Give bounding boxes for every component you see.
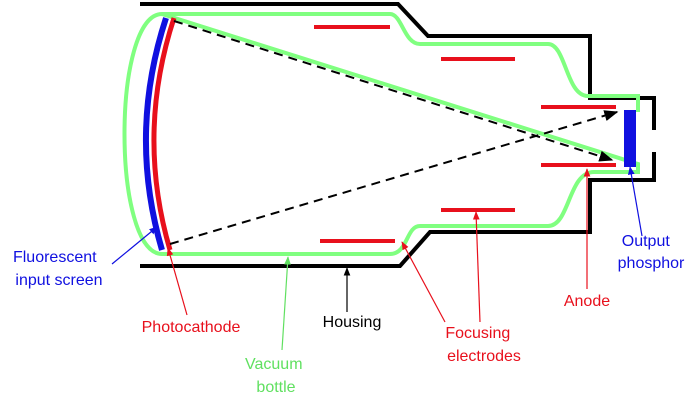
label-photocathode: Photocathode bbox=[142, 319, 241, 336]
label-focusing-electrodes-line1: Focusing bbox=[445, 325, 510, 342]
label-output-phosphor-line1: Output bbox=[622, 233, 671, 250]
label-vacuum-bottle-line2: bottle bbox=[256, 379, 295, 396]
label-fluorescent-input-screen-line2: input screen bbox=[15, 272, 102, 289]
electron-paths bbox=[169, 20, 619, 245]
label-fluorescent-input-screen-line1: Fluorescent bbox=[13, 249, 97, 266]
label-focusing-electrodes-line2: electrodes bbox=[447, 348, 521, 365]
label-fluorescent-input-screen: Fluorescent input screen bbox=[13, 249, 103, 289]
input-screen-leader bbox=[111, 226, 158, 265]
electron-path-upper bbox=[173, 20, 614, 162]
electron-path-lower bbox=[169, 110, 619, 245]
housing-outline bbox=[140, 2, 656, 268]
label-vacuum-bottle-line1: Vacuum bbox=[245, 356, 303, 373]
anode-group bbox=[541, 105, 616, 167]
label-focusing-electrodes: Focusing electrodes bbox=[445, 325, 521, 365]
housing-bottom-line bbox=[140, 152, 656, 268]
label-anode: Anode bbox=[564, 293, 610, 310]
vacuum-bottle-leader bbox=[281, 256, 291, 351]
housing-top-line bbox=[140, 2, 656, 130]
focusing-electrodes-group bbox=[314, 25, 515, 243]
photocathode-layer bbox=[151, 17, 177, 251]
focusing-leader-1 bbox=[401, 241, 446, 323]
photocathode-leader bbox=[166, 247, 188, 316]
label-vacuum-bottle: Vacuum bottle bbox=[245, 356, 307, 396]
label-output-phosphor: Output phosphor bbox=[618, 233, 685, 272]
fluorescent-input-screen bbox=[143, 17, 169, 251]
vacuum-bottle-outline bbox=[122, 11, 640, 256]
output-phosphor-leader bbox=[627, 166, 643, 237]
label-housing: Housing bbox=[323, 314, 382, 331]
label-output-phosphor-line2: phosphor bbox=[618, 255, 685, 272]
output-phosphor-screen bbox=[624, 110, 636, 167]
focusing-leader-2 bbox=[472, 211, 481, 323]
